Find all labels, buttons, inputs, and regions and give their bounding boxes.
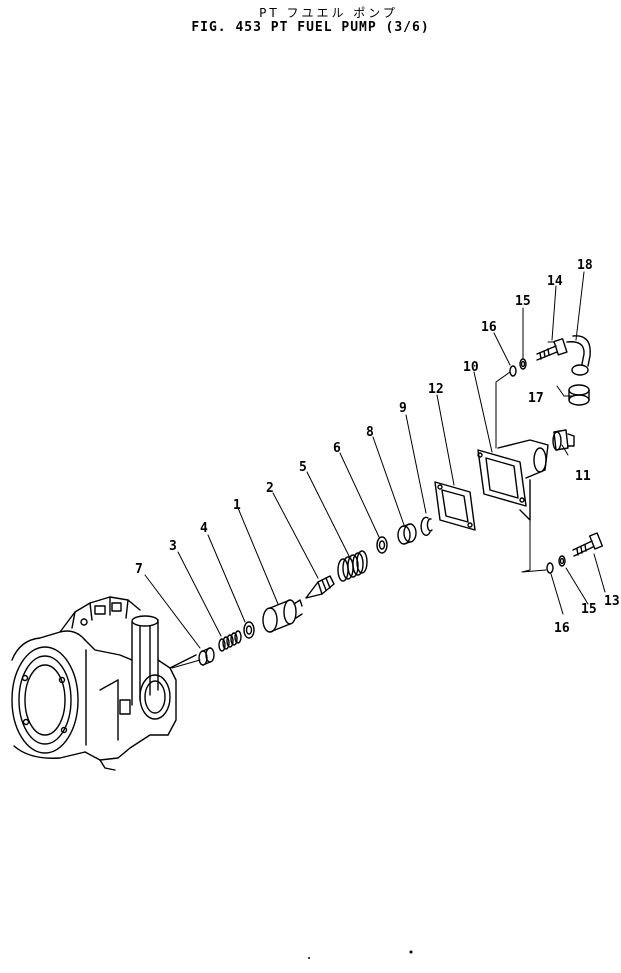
part-15-washer-upper — [519, 358, 527, 370]
leader-lines — [144, 271, 606, 649]
figure-title: FIG. 453 PT FUEL PUMP (3/6) — [191, 20, 430, 35]
part-11-plug — [552, 429, 575, 451]
part-label-18: 18 — [577, 258, 593, 273]
part-15-washer-lower — [558, 555, 566, 567]
part-label-6: 6 — [333, 441, 341, 456]
part-10-cover — [477, 439, 549, 521]
part-label-16-upper: 16 — [481, 320, 497, 335]
part-label-7: 7 — [135, 562, 143, 577]
part-16-washer-lower — [546, 562, 554, 574]
part-17-rings — [568, 384, 590, 406]
part-12-gasket — [434, 481, 476, 531]
part-16-washer-upper — [509, 365, 517, 377]
part-7-bushing — [198, 647, 215, 666]
part-labels: 7 3 4 1 2 5 6 8 9 12 10 11 13 14 15 15 1… — [135, 258, 620, 636]
part-8-cup — [397, 523, 417, 545]
part-13-bolt — [572, 532, 604, 557]
part-9-snap-ring — [420, 516, 433, 537]
pump-body-drawing — [11, 596, 197, 771]
part-label-13: 13 — [604, 594, 620, 609]
part-label-1: 1 — [233, 498, 241, 513]
part-label-3: 3 — [169, 539, 177, 554]
part-1-sleeve — [262, 599, 303, 633]
part-6-washer — [376, 536, 388, 554]
part-3-spring — [218, 630, 242, 652]
part-label-8: 8 — [366, 425, 374, 440]
part-label-12: 12 — [428, 382, 444, 397]
part-label-15-lower: 15 — [581, 602, 597, 617]
part-5-spring — [337, 550, 368, 582]
part-label-10: 10 — [463, 360, 479, 375]
part-label-9: 9 — [399, 401, 407, 416]
part-label-5: 5 — [299, 460, 307, 475]
title-block: PT フユエル ポンプ FIG. 453 PT FUEL PUMP (3/6) — [0, 6, 621, 36]
part-label-15-upper: 15 — [515, 294, 531, 309]
figure-title-japanese: PT フユエル ポンプ — [259, 6, 398, 20]
part-label-17: 17 — [528, 391, 544, 406]
part-label-14: 14 — [547, 274, 563, 289]
part-label-16-lower: 16 — [554, 621, 570, 636]
part-label-11: 11 — [575, 469, 591, 484]
part-label-4: 4 — [200, 521, 208, 536]
part-label-2: 2 — [266, 481, 274, 496]
part-14-bolt — [536, 338, 568, 361]
assembly-center-lines — [171, 341, 575, 669]
part-18-fuel-hose — [566, 335, 591, 376]
scan-specks — [308, 950, 413, 959]
part-2-plunger — [305, 575, 335, 599]
part-4-washer — [243, 621, 255, 639]
